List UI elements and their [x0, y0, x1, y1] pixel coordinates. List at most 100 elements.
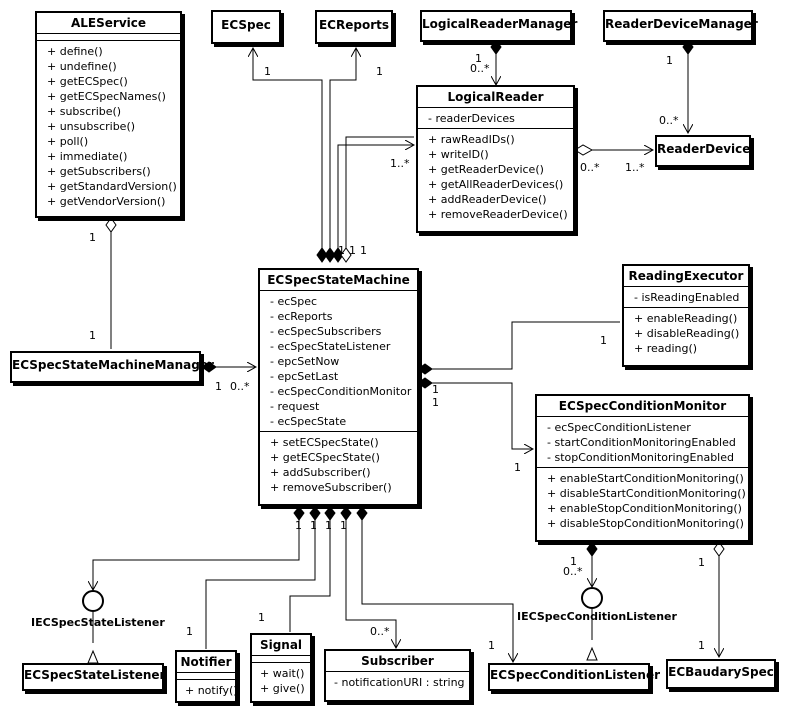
- class-ecspecconditionlistener[interactable]: ECSpecConditionListener: [488, 663, 660, 691]
- hollow-diamond-cm-bs: [713, 541, 725, 557]
- diamond-sm-ecreports: [324, 247, 336, 263]
- iecspecconditionlistener-circle: [581, 587, 603, 609]
- class-aleservice[interactable]: ALEService + define()+ undefine()+ getEC…: [35, 11, 182, 218]
- operations: + define()+ undefine()+ getECSpec()+ get…: [37, 40, 180, 211]
- hollow-diamond-ale-sm: [340, 247, 352, 263]
- class-logicalreadermanager[interactable]: LogicalReaderManager: [420, 10, 578, 42]
- mult-label: 1: [325, 519, 332, 532]
- mult-label: 0..*: [230, 380, 250, 393]
- diamond-sm-b1: [293, 506, 305, 521]
- class-subscriber[interactable]: Subscriber - notificationURI : string: [324, 649, 471, 702]
- operation: + getECSpecState(): [270, 451, 380, 464]
- operation: + getECSpecNames(): [47, 90, 166, 103]
- class-ecspecstatelistener[interactable]: ECSpecStateListener: [22, 663, 166, 691]
- class-name: ReadingExecutor: [628, 269, 744, 283]
- class-ecbaudaryspec[interactable]: ECBaudarySpec: [666, 659, 776, 689]
- mult-label: 1: [475, 52, 482, 65]
- mult-label: 1: [488, 639, 495, 652]
- mult-label: 0..*: [470, 62, 490, 75]
- attributes: [252, 655, 310, 662]
- attribute: - ecSpecStateListener: [270, 340, 391, 353]
- mult-label: 1: [310, 519, 317, 532]
- operation: + getStandardVersion(): [47, 180, 177, 193]
- attribute: - ecSpec: [270, 295, 318, 308]
- operation: + give(): [260, 682, 305, 695]
- attributes: - readerDevices: [418, 107, 573, 128]
- assoc-ale-sm: [345, 136, 414, 262]
- class-readerdevice[interactable]: ReaderDevice: [655, 135, 751, 167]
- operation: + disableStartConditionMonitoring(): [547, 487, 746, 500]
- hollow-diamond-lr-rd: [574, 144, 594, 156]
- class-ecspecstatemachine[interactable]: ECSpecStateMachine - ecSpec- ecReports- …: [258, 268, 419, 506]
- class-ecspecconditionmonitor[interactable]: ECSpecConditionMonitor - ecSpecCondition…: [535, 394, 750, 542]
- assoc-sm-ecspec: [253, 48, 323, 262]
- attribute: - ecSpecConditionMonitor: [270, 385, 412, 398]
- attribute: - readerDevices: [428, 112, 515, 125]
- class-notifier[interactable]: Notifier + notify(): [175, 650, 238, 703]
- mult-label: 0..*: [659, 114, 679, 127]
- mult-label: 1: [89, 329, 96, 342]
- mult-label: 0..*: [580, 161, 600, 174]
- class-logicalreader[interactable]: LogicalReader - readerDevices + rawReadI…: [416, 85, 575, 233]
- mult-label: 1: [376, 65, 383, 78]
- operations: + wait() + give(): [252, 662, 310, 698]
- class-ecreports[interactable]: ECReports: [315, 10, 393, 44]
- class-name: ECBaudarySpec: [668, 665, 774, 679]
- attribute: - isReadingEnabled: [634, 291, 740, 304]
- assoc-sm-logicalreader: [337, 145, 414, 262]
- iecspecstatelistener-circle: [82, 590, 104, 612]
- attribute: - ecSpecSubscribers: [270, 325, 382, 338]
- operation: + getReaderDevice(): [428, 163, 544, 176]
- mult-label: 1: [698, 639, 705, 652]
- attributes: - isReadingEnabled: [624, 286, 748, 307]
- operation: + getVendorVersion(): [47, 195, 166, 208]
- class-ecspec[interactable]: ECSpec: [211, 10, 281, 44]
- mult-label: 0..*: [563, 565, 583, 578]
- diamond-sm-b5: [356, 506, 368, 521]
- mult-label: 1: [600, 334, 607, 347]
- assoc-sm-subscriber: [345, 520, 396, 648]
- class-name: Signal: [259, 638, 303, 652]
- diamond-sm-ecspec: [316, 247, 328, 263]
- diamond-rdm: [682, 39, 694, 55]
- diamond-mgr: [201, 361, 217, 373]
- assoc-sm-notifier: [205, 520, 316, 649]
- class-signal[interactable]: Signal + wait() + give(): [250, 633, 312, 703]
- assoc-sm-signal: [289, 520, 331, 632]
- interface-iecspecstatelistener: IECSpecStateListener: [31, 616, 165, 629]
- realize-icl-triangle: [586, 646, 598, 661]
- diamond-sm-lr: [332, 247, 344, 263]
- diamond-sm-b3: [324, 506, 336, 521]
- class-name: ALEService: [70, 16, 147, 30]
- mult-label: 1: [89, 231, 96, 244]
- mult-label: 1: [698, 556, 705, 569]
- class-name: ECSpecConditionMonitor: [558, 399, 727, 413]
- operations: + setECSpecState() + getECSpecState() + ad…: [260, 431, 417, 497]
- operation: + enableStopConditionMonitoring(): [547, 502, 742, 515]
- mult-label: 1: [514, 461, 521, 474]
- operation: + setECSpecState(): [270, 436, 379, 449]
- operation: + enableStartConditionMonitoring(): [547, 472, 744, 485]
- assoc-sm-isl: [93, 520, 300, 590]
- mult-label: 1: [258, 611, 265, 624]
- attribute: - epcSetLast: [270, 370, 339, 383]
- mult-label: 1: [432, 383, 439, 396]
- class-name: LogicalReaderManager: [422, 17, 578, 31]
- assoc-sm-re: [432, 321, 620, 370]
- operation: + poll(): [47, 135, 89, 148]
- class-readingexecutor[interactable]: ReadingExecutor - isReadingEnabled + ena…: [622, 264, 750, 367]
- diamond-sm-re: [417, 363, 433, 375]
- operation: + wait(): [260, 667, 305, 680]
- operation: + rawReadIDs(): [428, 133, 515, 146]
- mult-label: 1: [295, 519, 302, 532]
- diamond-cm-icl: [586, 541, 598, 557]
- operations: + rawReadIDs()+ writeID()+ getReaderDevi…: [418, 128, 573, 224]
- class-ecspecstatemachinemanager[interactable]: ECSpecStateMachineManager: [10, 351, 214, 383]
- class-readerdevicemanager[interactable]: ReaderDeviceManager: [603, 10, 758, 42]
- operation: + getSubscribers(): [47, 165, 151, 178]
- operation: + disableStopConditionMonitoring(): [547, 517, 744, 530]
- attribute: - request: [270, 400, 320, 413]
- operation: + addSubscriber(): [270, 466, 371, 479]
- class-name: ECSpecStateListener: [24, 668, 166, 682]
